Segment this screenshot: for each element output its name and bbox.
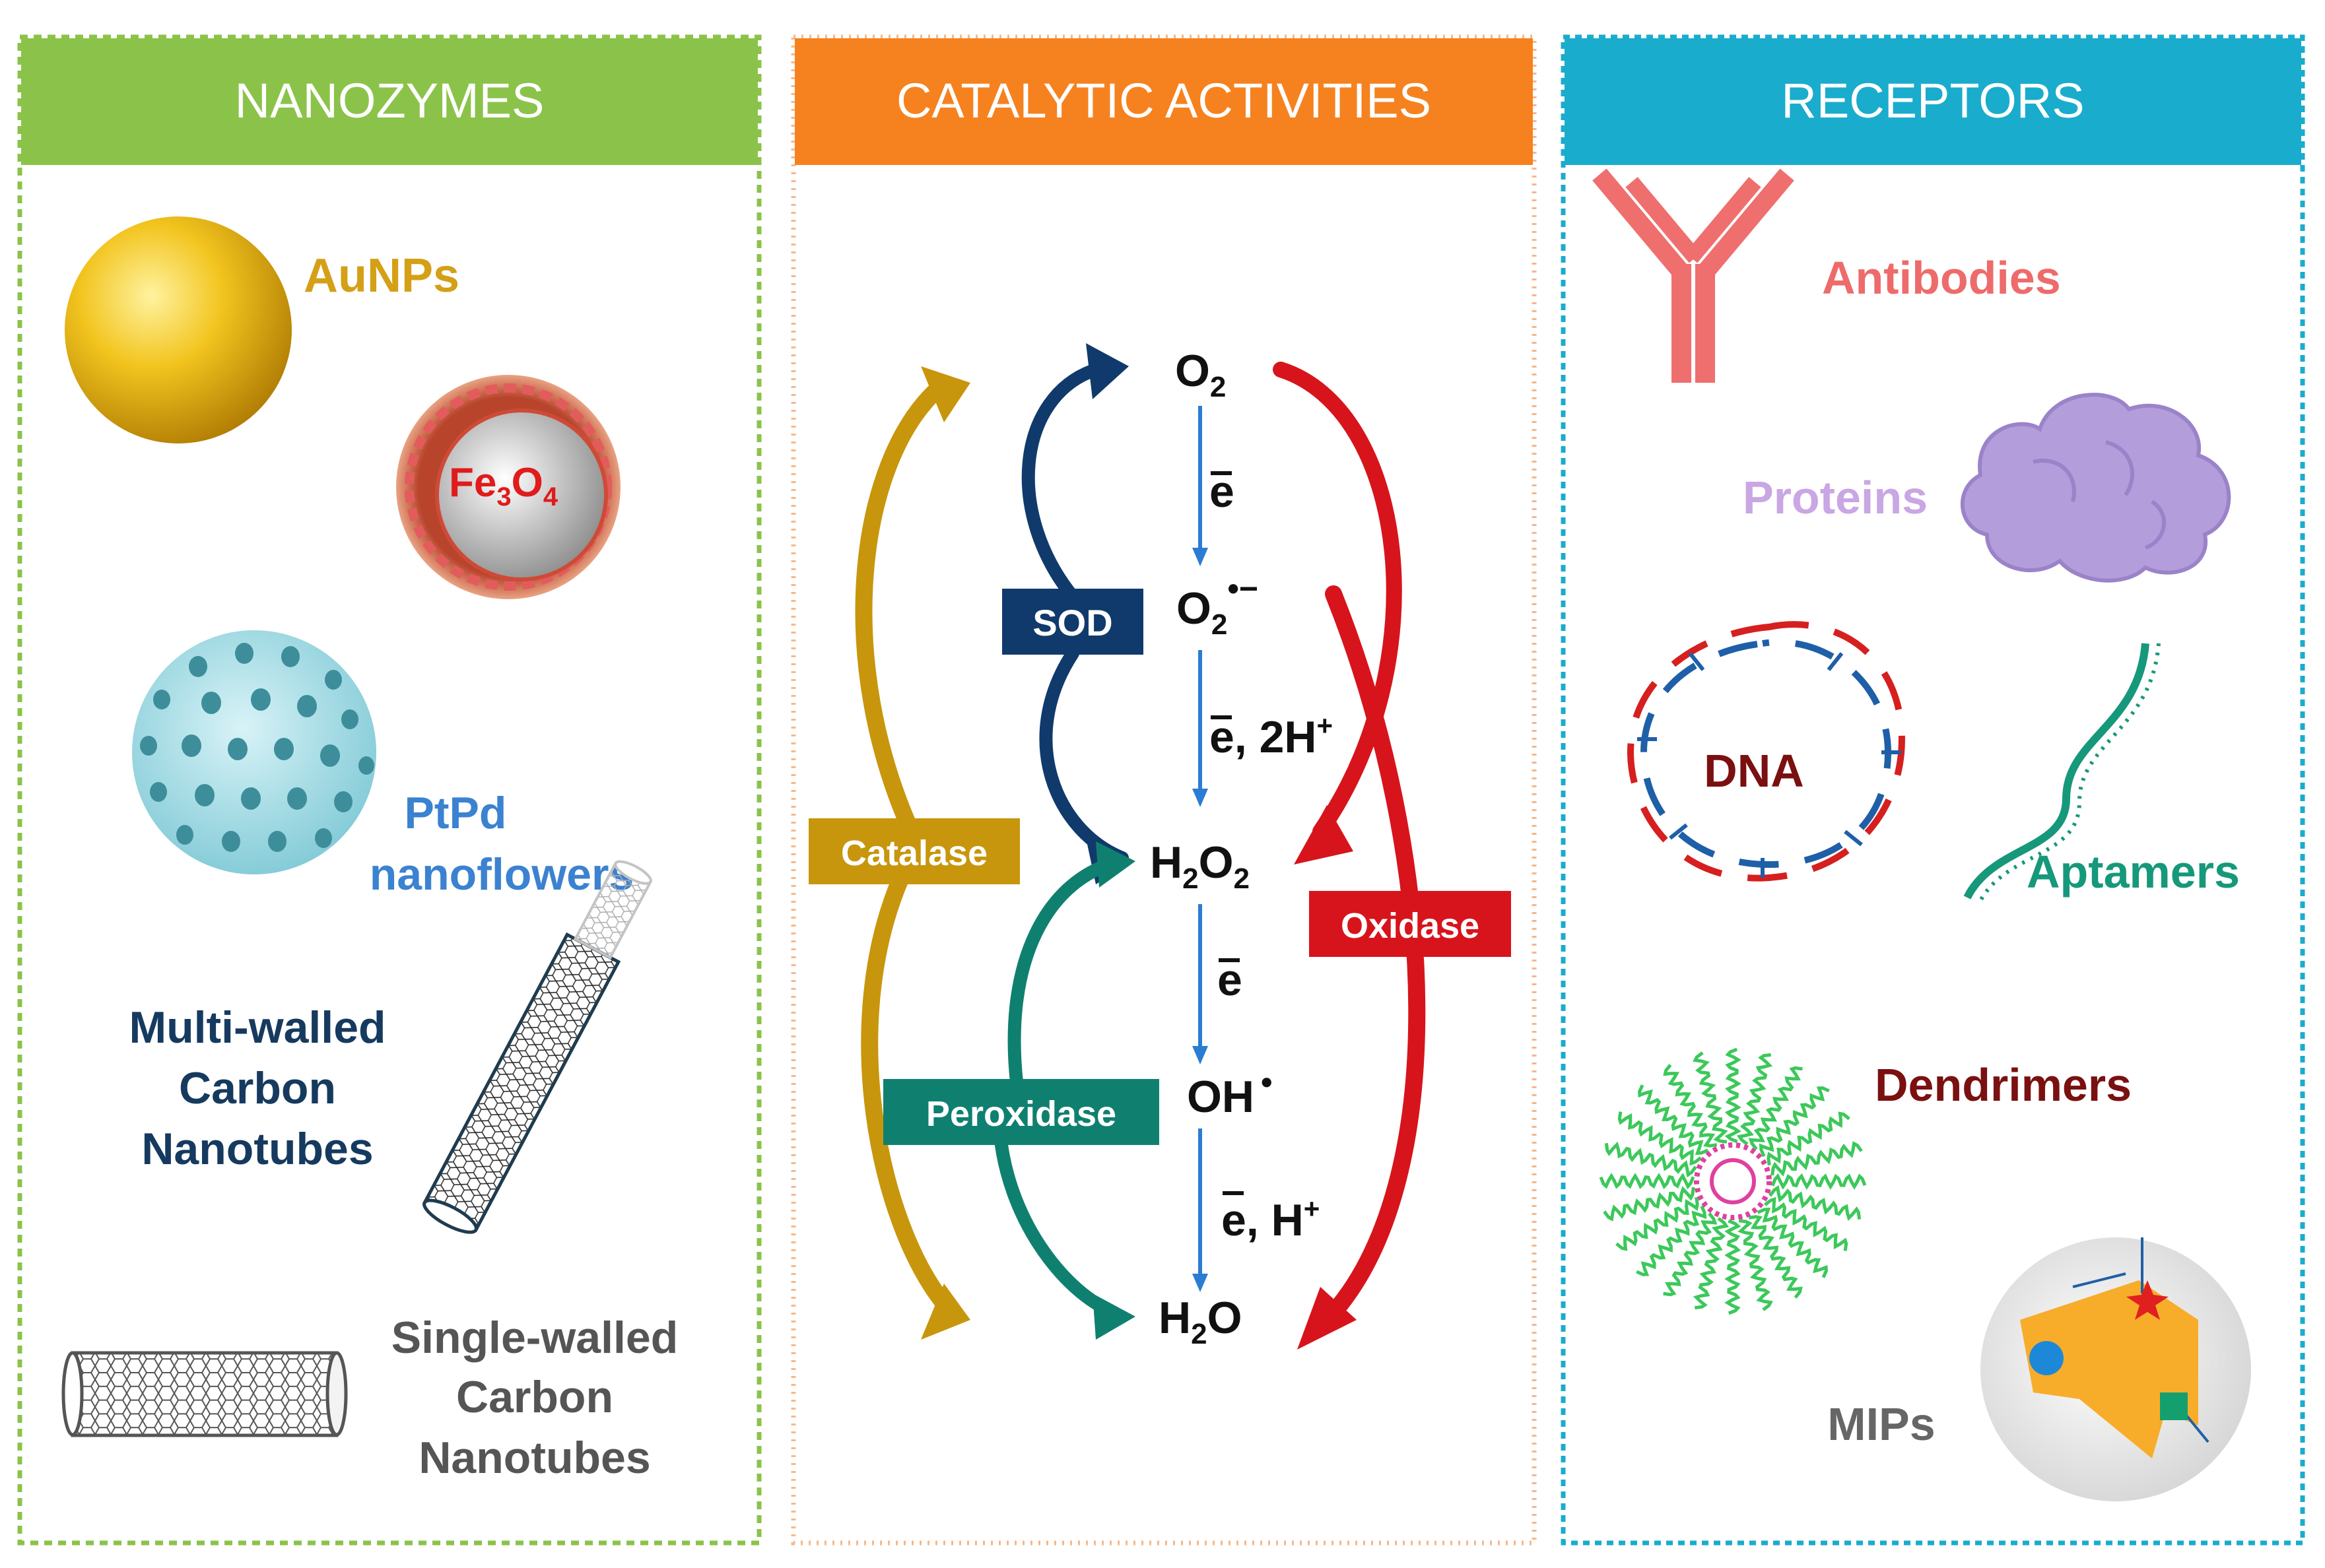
panel-receptors-border — [1561, 34, 2305, 1546]
protein-icon — [1960, 393, 2231, 583]
label-mips: MIPs — [1827, 1398, 1935, 1450]
dendrimer-arm — [1604, 1141, 1697, 1178]
aptamer-icon — [1963, 643, 2161, 902]
dendrimer-arm — [1748, 1066, 1803, 1150]
dendrimer-icon — [1599, 1047, 1867, 1315]
species-h2o2: H2O2 — [1150, 837, 1250, 895]
label-dendrimers: Dendrimers — [1875, 1059, 2132, 1111]
species-o2: O2 — [1175, 346, 1226, 403]
panel-catalytic-title: CATALYTIC ACTIVITIES — [896, 73, 1431, 128]
label-mwcnt-line2: Carbon — [179, 1063, 336, 1113]
dendrimer-arm — [1724, 1047, 1741, 1144]
label-swcnt-line2: Carbon — [456, 1372, 613, 1422]
dendrimer-arm — [1759, 1086, 1830, 1158]
dendrimer-arm — [1757, 1207, 1828, 1278]
step-label-3: e — [1217, 955, 1242, 1005]
dendrimer-arm — [1724, 1219, 1741, 1315]
oxidase-arrowhead-lower — [1297, 1287, 1357, 1350]
label-mwcnt-line3: Nanotubes — [141, 1124, 373, 1174]
svg-text:e: e — [1209, 467, 1234, 517]
dendrimer-arm — [1770, 1141, 1863, 1177]
label-swcnt-line1: Single-walled — [391, 1313, 679, 1363]
dendrimer-arm — [1636, 1205, 1707, 1276]
species-superoxide: O2•− — [1176, 570, 1258, 641]
dendrimer-arm — [1663, 1212, 1718, 1297]
panel-nanozymes-title: NANOZYMES — [235, 73, 545, 128]
catalase-arrowhead-up — [921, 366, 970, 422]
dendrimer-arm — [1770, 1173, 1867, 1190]
panel-nanozymes: NANOZYMES AuNPs Fe3O4 PtPd nanoflowers — [17, 34, 762, 1546]
mip-icon — [1980, 1237, 2251, 1501]
label-antibodies: Antibodies — [1822, 252, 2061, 304]
multi-walled-nanotube-icon — [422, 860, 653, 1234]
label-proteins: Proteins — [1743, 472, 1928, 523]
label-ptpd-line2: nanoflowers — [370, 849, 634, 899]
dendrimer-arm — [1615, 1196, 1699, 1251]
dna-ring-icon — [1627, 621, 1905, 882]
dendrimer-arm — [1693, 1217, 1730, 1310]
oxidase-arrowhead-upper — [1294, 805, 1353, 865]
badge-oxidase: Oxidase — [1309, 891, 1511, 957]
dendrimer-arm — [1748, 1215, 1803, 1299]
panel-catalytic: CATALYTIC ACTIVITIES — [791, 34, 1537, 1546]
ptpd-nanoflower-icon — [132, 630, 376, 874]
panel-catalytic-header-bg — [795, 38, 1533, 165]
dendrimer-arm — [1599, 1173, 1695, 1190]
dendrimer-arm — [1737, 1219, 1773, 1311]
electron-step-arrowheads — [1192, 548, 1208, 1292]
panel-receptors-title: RECEPTORS — [1781, 73, 2084, 128]
label-swcnt-line3: Nanotubes — [419, 1433, 650, 1483]
svg-text:Catalase: Catalase — [841, 833, 988, 873]
peroxidase-arrowhead-up — [1096, 841, 1135, 888]
panel-receptors-header-bg — [1565, 38, 2301, 165]
dendrimer-arm — [1638, 1084, 1709, 1156]
svg-text:Oxidase: Oxidase — [1341, 906, 1479, 946]
panel-catalytic-border — [791, 34, 1537, 1546]
step-label-1: e — [1209, 467, 1234, 517]
catalase-arrowhead-down — [921, 1284, 970, 1340]
dendrimer-arm — [1764, 1196, 1848, 1251]
svg-text:e, 2H+: e, 2H+ — [1209, 710, 1333, 762]
gold-nanoparticle-icon — [65, 216, 292, 443]
dendrimer-arm — [1603, 1186, 1695, 1222]
sod-arrowhead-up — [1086, 343, 1129, 399]
dendrimer-arm — [1617, 1111, 1702, 1166]
catalase-arrow — [855, 381, 953, 1312]
label-aptamers: Aptamers — [2027, 846, 2240, 898]
badge-peroxidase: Peroxidase — [883, 1079, 1159, 1145]
label-dna: DNA — [1704, 745, 1804, 797]
antibody-icon — [1592, 168, 1794, 383]
badge-catalase: Catalase — [809, 818, 1020, 884]
peroxidase-arrowhead-down — [1093, 1293, 1135, 1340]
label-mwcnt-line1: Multi-walled — [129, 1002, 386, 1053]
label-fe3o4: Fe3O4 — [449, 460, 558, 511]
badge-sod: SOD — [1002, 589, 1143, 655]
dendrimer-arm — [1767, 1111, 1850, 1166]
species-hydroxyl-radical: OH• — [1187, 1064, 1273, 1122]
step-label-4: e, H+ — [1221, 1191, 1320, 1245]
panel-nanozymes-header-bg — [21, 38, 758, 165]
svg-text:e: e — [1217, 955, 1242, 1005]
dendrimer-arm — [1693, 1051, 1728, 1144]
dendrimer-arm — [1769, 1185, 1862, 1222]
label-aunps: AuNPs — [304, 249, 459, 302]
step-label-2: e, 2H+ — [1209, 710, 1333, 762]
fe3o4-core-shell-icon — [396, 375, 621, 599]
svg-text:e, H+: e, H+ — [1221, 1193, 1320, 1245]
peroxidase-arrow — [994, 858, 1116, 1317]
label-ptpd-line1: PtPd — [405, 788, 507, 838]
species-h2o: H2O — [1159, 1293, 1242, 1350]
dendrimer-arm — [1736, 1053, 1773, 1146]
dendrimer-arm — [1663, 1064, 1718, 1148]
panel-receptors: RECEPTORS Antibodies Proteins DNA — [1561, 34, 2305, 1546]
single-walled-nanotube-icon — [61, 1351, 348, 1437]
oxidase-arrow — [1273, 362, 1426, 1328]
svg-text:Peroxidase: Peroxidase — [926, 1094, 1116, 1134]
svg-text:SOD: SOD — [1032, 602, 1112, 643]
